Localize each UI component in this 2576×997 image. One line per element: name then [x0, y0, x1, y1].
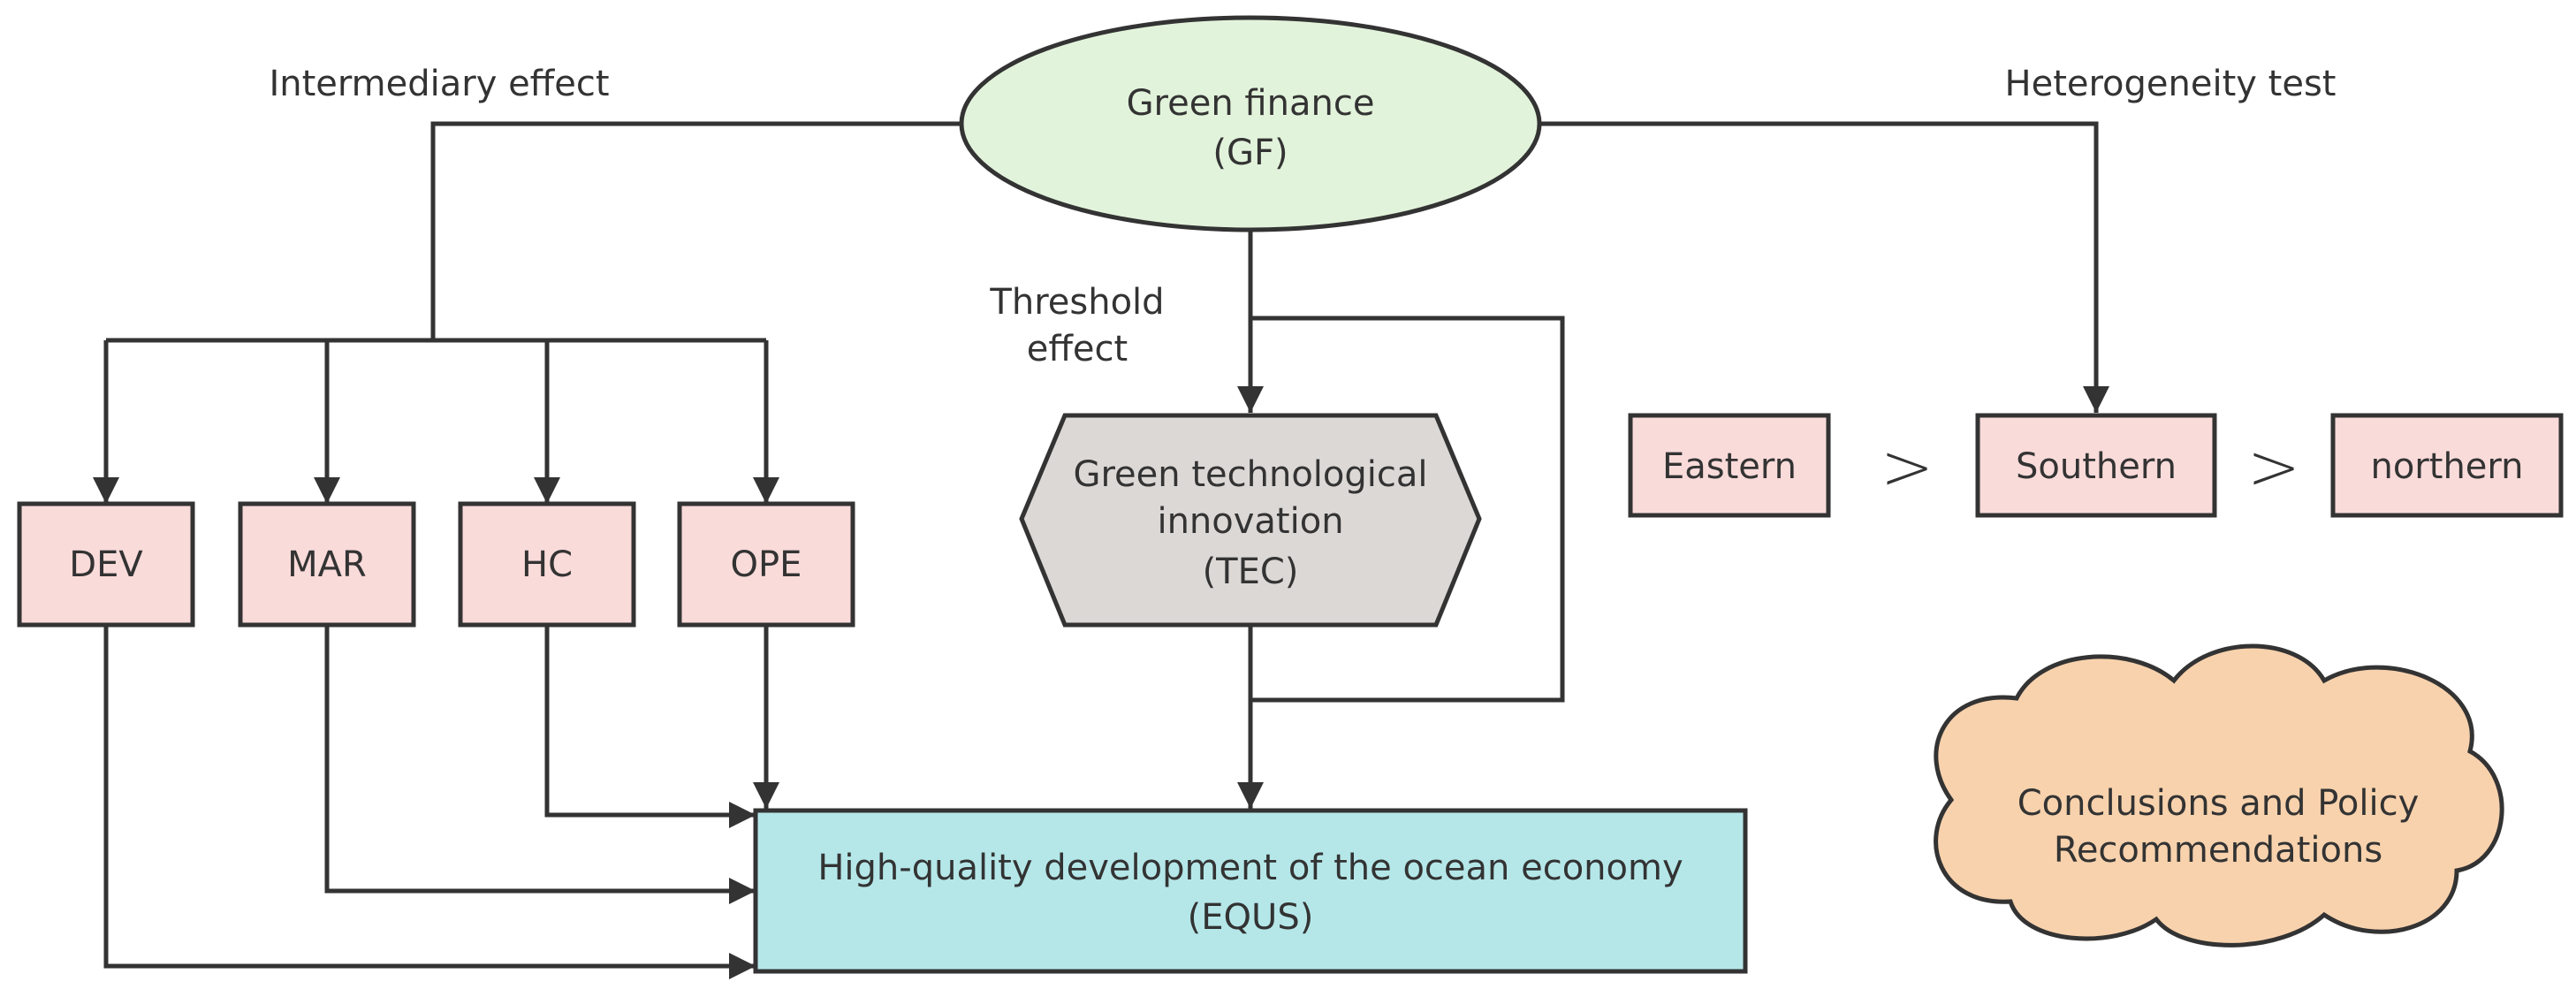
ocean-economy-abbrev: (EQUS): [1188, 897, 1314, 938]
arrow-mar-to-equs: [324, 625, 756, 904]
heterogeneity-test-label: Heterogeneity test: [2005, 64, 2337, 104]
region-northern: northern: [2330, 413, 2564, 518]
region-eastern: Eastern: [1628, 413, 1831, 518]
mar-box: [238, 501, 416, 628]
connector-gf-to-intermediary: [430, 121, 961, 340]
threshold-effect-label-line1: Threshold: [989, 282, 1164, 323]
ope-label: OPE: [731, 544, 802, 585]
ocean-economy-title: High-quality development of the ocean ec…: [817, 848, 1683, 888]
green-finance-ellipse: [959, 15, 1542, 232]
southern-box: [1975, 413, 2217, 518]
greater-than-sign-2: >: [2247, 430, 2300, 504]
eastern-box: [1628, 413, 1831, 518]
connectors: [93, 121, 2109, 979]
northern-label: northern: [2370, 446, 2523, 487]
southern-label: Southern: [2016, 446, 2177, 487]
mediator-ope: OPE: [677, 501, 855, 628]
green-finance-abbrev: (GF): [1212, 133, 1288, 173]
dev-label: DEV: [69, 544, 143, 585]
hc-box: [458, 501, 636, 628]
greater-than-sign-1: >: [1881, 430, 1934, 504]
mediator-mar: MAR: [238, 501, 416, 628]
connector-threshold-loop: [1250, 316, 1565, 703]
arrow-dev-to-equs: [103, 625, 756, 979]
northern-box: [2330, 413, 2564, 518]
green-tech-innovation-abbrev: (TEC): [1203, 552, 1299, 592]
conclusions-cloud: [1934, 643, 2504, 948]
green-finance-title: Green finance: [1127, 83, 1375, 124]
threshold-effect-label-line2: effect: [1027, 329, 1128, 369]
mediator-hc: HC: [458, 501, 636, 628]
ocean-economy-box: [753, 808, 1748, 974]
mediator-dev: DEV: [17, 501, 195, 628]
green-tech-innovation-hexagon: [1019, 413, 1482, 628]
eastern-label: Eastern: [1662, 446, 1797, 487]
region-southern: Southern: [1975, 413, 2217, 518]
green-tech-innovation-line2: innovation: [1157, 501, 1343, 542]
ope-box: [677, 501, 855, 628]
arrow-hc-to-equs: [544, 625, 756, 828]
green-tech-innovation-line1: Green technological: [1073, 454, 1427, 495]
dev-box: [17, 501, 195, 628]
ocean-economy-node: High-quality development of the ocean ec…: [753, 808, 1748, 974]
intermediary-effect-label: Intermediary effect: [269, 64, 609, 104]
conclusions-node: Conclusions and Policy Recommendations: [1934, 643, 2504, 948]
green-tech-innovation-node: Green technological innovation (TEC): [1019, 413, 1482, 628]
conclusions-line1: Conclusions and Policy: [2017, 783, 2420, 824]
green-finance-node: Green finance (GF): [959, 15, 1542, 232]
mar-label: MAR: [287, 544, 367, 585]
hc-label: HC: [521, 544, 573, 585]
arrow-gf-to-southern: [1539, 121, 2109, 413]
conclusions-line2: Recommendations: [2054, 830, 2382, 871]
